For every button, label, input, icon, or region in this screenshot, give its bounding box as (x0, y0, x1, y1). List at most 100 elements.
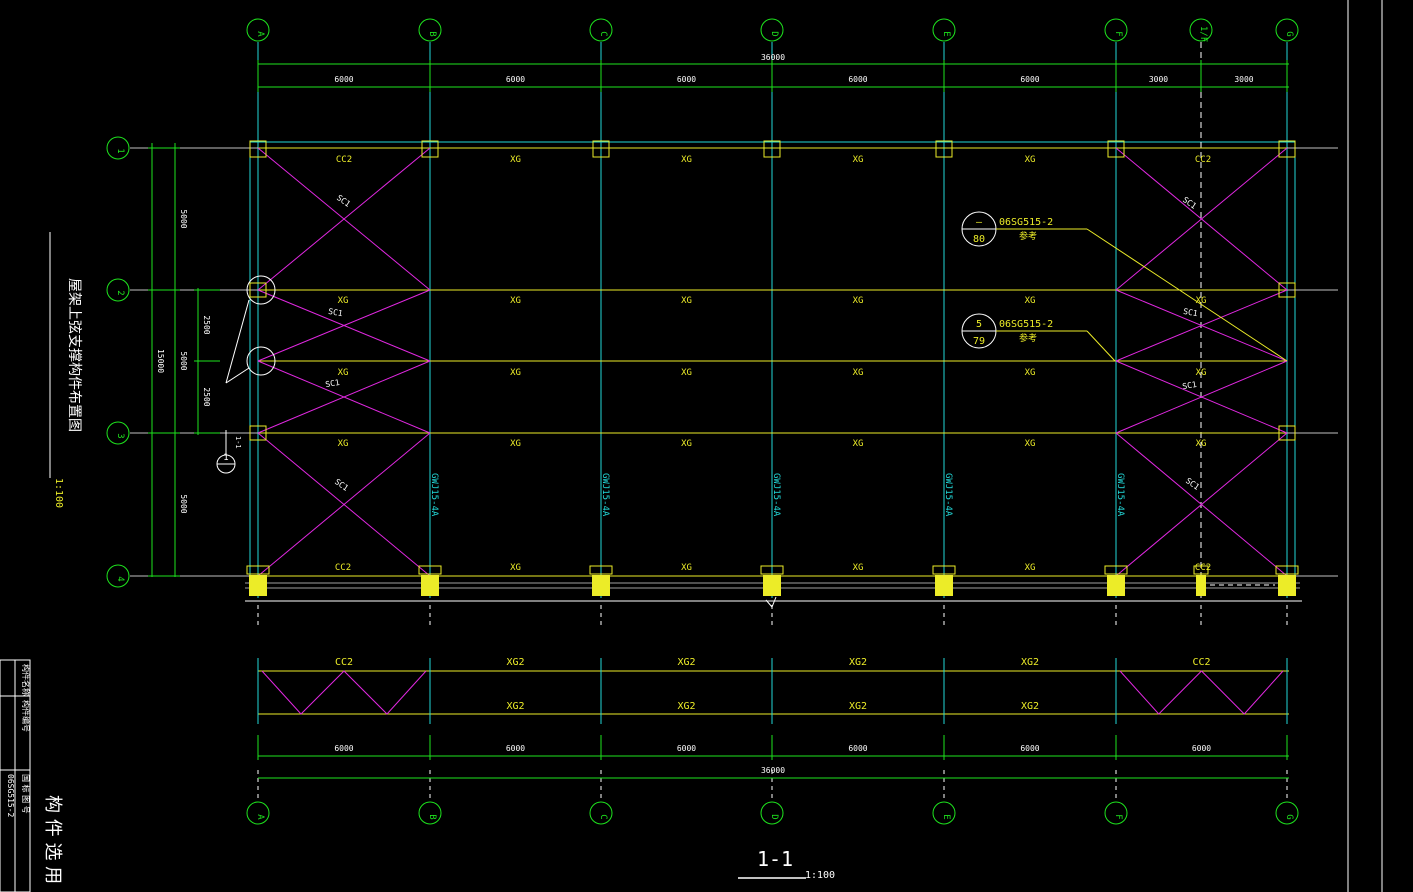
column-cap (1107, 140, 1125, 158)
dim-top-span: 3000 (1234, 75, 1253, 84)
column-cap (249, 425, 267, 441)
section-scale: 1:100 (805, 870, 835, 881)
dim-left-span: 5000 (179, 351, 188, 370)
section-grid-label-C: C (598, 814, 608, 819)
section-label-bottom: XG2 (506, 701, 524, 712)
column-block-cap (589, 565, 613, 575)
section-grid-label-G: G (1284, 814, 1294, 819)
beam-label: XG (510, 368, 521, 378)
grid-label-C: C (598, 31, 608, 36)
brace-label-sc1: SC1 (1182, 380, 1198, 391)
dim-bottom-total: 36000 (761, 766, 785, 775)
grid-label-row-2: 2 (115, 290, 125, 295)
side-table-atlas: 06SG515-2 (6, 774, 15, 818)
side-table-standard: 国 标 图 号 (21, 774, 31, 814)
grid-label-row-4: 4 (115, 576, 125, 581)
beam-label: XG (1196, 439, 1207, 449)
column-cap (1278, 140, 1296, 158)
column-cap (1278, 425, 1296, 441)
beam-label: XG (681, 563, 692, 573)
brace-sc1 (1115, 289, 1288, 362)
grid-bubble-1/F (1189, 18, 1213, 42)
section-grid-label-B: B (427, 814, 437, 819)
section-marker-number: 1 (223, 453, 228, 463)
detail-callout-top: 5 (976, 319, 982, 330)
section-grid-bubble-F (1104, 801, 1128, 825)
grid-label-E: E (941, 31, 951, 36)
column-block (935, 575, 953, 596)
grid-label-F: F (1113, 31, 1123, 36)
brace-label-sc1: SC1 (333, 477, 350, 493)
grid-label-row-1: 1 (115, 148, 125, 153)
dim-bottom-span: 6000 (848, 744, 867, 753)
section-grid-label-D: D (769, 814, 779, 819)
column-cap (421, 140, 439, 158)
plan-scale: 1:100 (53, 478, 64, 508)
column-cap (935, 140, 953, 158)
side-table-name: 构件名称 (21, 664, 31, 696)
dim-top-span: 6000 (848, 75, 867, 84)
section-grid-bubble-A (246, 801, 270, 825)
beam-label: CC2 (336, 155, 352, 165)
grid-bubble-B (418, 18, 442, 42)
brace-label-sc1: SC1 (1183, 307, 1199, 318)
column-block-cap (760, 565, 784, 575)
beam-label: XG (1025, 368, 1036, 378)
beam-label: CC2 (1195, 563, 1211, 573)
section-label-top: CC2 (1192, 657, 1210, 668)
truss-label-gwj: GWJ15-4A (943, 473, 953, 517)
beam-label: XG (681, 368, 692, 378)
grid-bubble-row-1 (106, 136, 130, 160)
section-brace (1119, 670, 1284, 715)
brace-sc1 (257, 147, 431, 291)
truss-label-gwj: GWJ15-4A (600, 473, 610, 517)
column-block (249, 575, 267, 596)
brace-sc1 (1115, 147, 1288, 291)
section-grid-bubble-C (589, 801, 613, 825)
section-brace (261, 670, 427, 715)
column-block (592, 575, 610, 596)
section-label-top: XG2 (677, 657, 695, 668)
section-label-top: XG2 (506, 657, 524, 668)
beam-label: XG (853, 439, 864, 449)
detail-callout-ref: 06SG515-2 (999, 319, 1053, 330)
grid-label-D: D (769, 31, 779, 36)
section-label-top: CC2 (335, 657, 353, 668)
column-cap (249, 140, 267, 158)
section-label-bottom: XG2 (1021, 701, 1039, 712)
dim-left-span: 5000 (179, 209, 188, 228)
section-label-top: XG2 (849, 657, 867, 668)
beam-label: XG (1196, 296, 1207, 306)
section-grid-bubble-B (418, 801, 442, 825)
grid-bubble-G (1275, 18, 1299, 42)
truss-label-gwj: GWJ15-4A (1115, 473, 1125, 517)
brace-label-sc1: SC1 (1184, 476, 1201, 492)
dim-top-span: 6000 (506, 75, 525, 84)
section-label-bottom: XG2 (849, 701, 867, 712)
column-block (1107, 575, 1125, 596)
column-cap (249, 282, 267, 298)
dim-top-total: 36000 (761, 53, 785, 62)
break-mark (765, 596, 777, 608)
column-block (421, 575, 439, 596)
dim-top-span: 6000 (334, 75, 353, 84)
grid-label-G: G (1284, 31, 1294, 36)
beam-label: XG (1025, 155, 1036, 165)
node-callout-circle (246, 275, 276, 305)
grid-bubble-C (589, 18, 613, 42)
static-linework (0, 0, 1383, 892)
dim-left-inner: 2500 (202, 387, 211, 406)
grid-bubble-row-2 (106, 278, 130, 302)
truss-label-gwj: GWJ15-4A (771, 473, 781, 517)
dim-top-span: 6000 (677, 75, 696, 84)
detail-callout-bottom: 79 (973, 336, 985, 347)
detail-callout-note: 参考 (1019, 332, 1037, 344)
brace-label-sc1: SC1 (328, 307, 344, 318)
section-grid-bubble-G (1275, 801, 1299, 825)
brace-label-sc1: SC1 (325, 378, 341, 389)
section-grid-bubble-D (760, 801, 784, 825)
dim-bottom-span: 6000 (1020, 744, 1039, 753)
leader-line (1086, 330, 1116, 362)
column-block-cap (1104, 565, 1128, 575)
